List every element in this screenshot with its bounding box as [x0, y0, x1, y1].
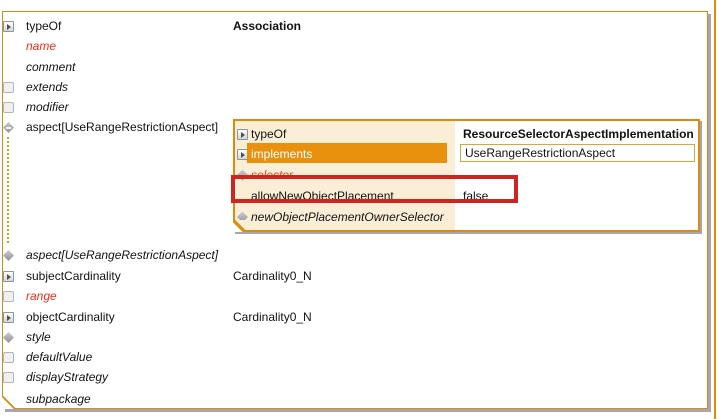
- property-box-icon[interactable]: [3, 82, 14, 93]
- adjacent-panel-edge: [714, 0, 716, 419]
- property-box-icon[interactable]: [3, 102, 14, 113]
- property-label: style: [26, 330, 51, 344]
- property-row-defaultvalue[interactable]: defaultValue: [3, 349, 707, 366]
- property-label: extends: [26, 80, 69, 94]
- property-label: newObjectPlacementOwnerSelector: [251, 210, 444, 224]
- property-row-displaystrategy[interactable]: displayStrategy: [3, 369, 707, 386]
- property-row-subjectcardinality[interactable]: subjectCardinality Cardinality0_N: [3, 268, 707, 285]
- property-value[interactable]: false: [463, 189, 489, 203]
- expander-icon[interactable]: [237, 128, 248, 140]
- selected-row-highlight: [247, 143, 447, 163]
- aspect-diamond-icon[interactable]: [3, 122, 14, 133]
- expander-icon[interactable]: [3, 312, 14, 323]
- property-box-icon[interactable]: [3, 291, 14, 302]
- aspect-diamond-icon[interactable]: [3, 332, 14, 343]
- popup-row-allownewobjectplacement[interactable]: allowNewObjectPlacement false: [235, 187, 698, 205]
- property-label: defaultValue: [26, 350, 93, 364]
- property-label: aspect[UseRangeRestrictionAspect]: [26, 248, 219, 262]
- property-label: range: [26, 289, 57, 303]
- property-box-icon[interactable]: [3, 372, 14, 383]
- popup-row-newobjectplacementownerselector[interactable]: newObjectPlacementOwnerSelector: [235, 208, 698, 226]
- property-value[interactable]: Cardinality0_N: [233, 310, 312, 324]
- property-label: name: [26, 39, 57, 53]
- property-value[interactable]: Cardinality0_N: [233, 269, 312, 283]
- property-label: objectCardinality: [26, 310, 115, 324]
- property-label: subjectCardinality: [26, 269, 121, 283]
- popup-row-typeof[interactable]: typeOf ResourceSelectorAspectImplementat…: [235, 125, 698, 143]
- popup-row-selector[interactable]: selector: [235, 166, 698, 184]
- implements-value-field[interactable]: UseRangeRestrictionAspect: [460, 144, 695, 162]
- property-row-style[interactable]: style: [3, 329, 707, 346]
- property-label: typeOf: [251, 127, 287, 141]
- aspect-diamond-icon[interactable]: [3, 250, 14, 261]
- property-row-aspect-2[interactable]: aspect[UseRangeRestrictionAspect]: [3, 247, 707, 264]
- property-value[interactable]: ResourceSelectorAspectImplementation: [463, 127, 694, 141]
- property-row-name[interactable]: name: [3, 38, 707, 55]
- property-label: aspect[UseRangeRestrictionAspect]: [26, 120, 219, 134]
- property-label: selector: [251, 168, 294, 182]
- property-label: allowNewObjectPlacement: [251, 189, 394, 203]
- aspect-diamond-icon[interactable]: [237, 169, 248, 181]
- property-row-range[interactable]: range: [3, 288, 707, 305]
- property-row-typeof[interactable]: typeOf Association: [3, 18, 707, 35]
- property-label: displayStrategy: [26, 370, 109, 384]
- property-label: modifier: [26, 100, 69, 114]
- property-row-aspect[interactable]: aspect[UseRangeRestrictionAspect]: [3, 119, 707, 136]
- property-row-subpackage[interactable]: subpackage: [3, 391, 707, 408]
- aspect-diamond-icon[interactable]: [237, 211, 248, 223]
- property-box-icon[interactable]: [3, 352, 14, 363]
- aspect-connector-dotted-line: [7, 137, 9, 243]
- property-label: comment: [26, 60, 76, 74]
- property-value[interactable]: Association: [233, 19, 302, 33]
- property-label: implements: [251, 147, 313, 161]
- popup-corner-fold: [233, 220, 245, 232]
- property-label: subpackage: [26, 392, 91, 406]
- property-row-objectcardinality[interactable]: objectCardinality Cardinality0_N: [3, 309, 707, 326]
- aspect-popup-panel: typeOf ResourceSelectorAspectImplementat…: [233, 119, 700, 232]
- property-row-modifier[interactable]: modifier: [3, 99, 707, 116]
- property-row-comment[interactable]: comment: [3, 59, 707, 76]
- property-row-extends[interactable]: extends: [3, 79, 707, 96]
- panel-corner-fold: [2, 396, 15, 409]
- expander-icon[interactable]: [3, 21, 14, 32]
- expander-icon[interactable]: [3, 271, 14, 282]
- property-label: typeOf: [26, 19, 62, 33]
